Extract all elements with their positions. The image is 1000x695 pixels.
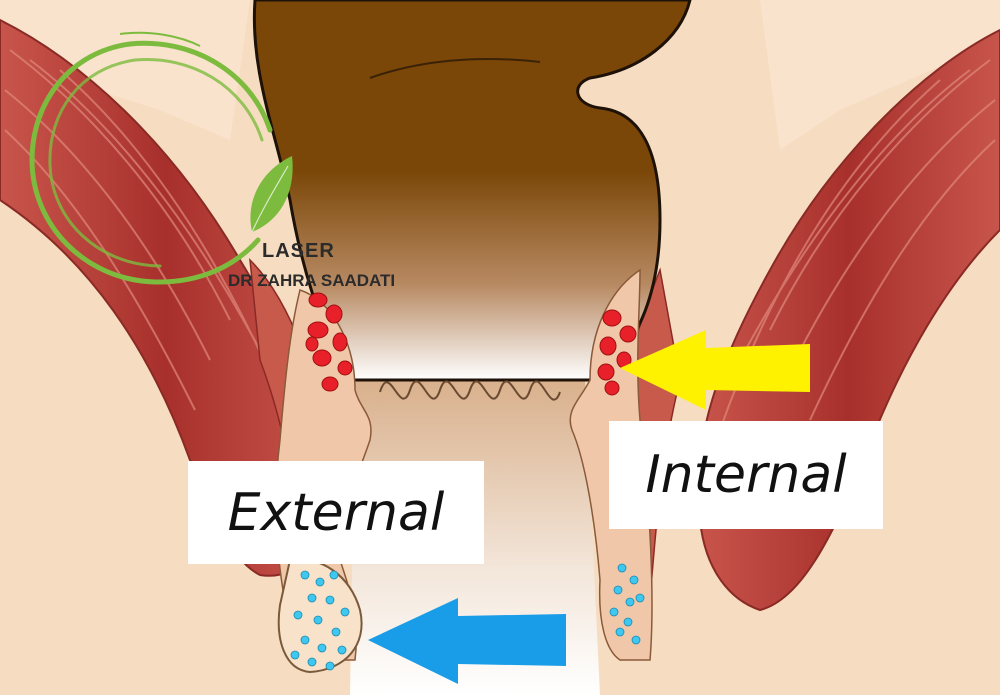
- logo-line-name: DR ZAHRA SAADATI: [228, 271, 396, 290]
- external-label: External: [227, 482, 445, 543]
- external-arrow-icon: [368, 598, 566, 684]
- dentate-line: [379, 380, 561, 401]
- internal-arrow-icon: [620, 330, 810, 410]
- internal-label-box: Internal: [609, 421, 883, 529]
- internal-hemorrhoid-vessels-left: [305, 292, 353, 392]
- logo-ring-icon: [29, 31, 273, 285]
- left-upper-tissue: [0, 0, 250, 140]
- right-upper-tissue: [760, 0, 1000, 150]
- logo-line-laser: LASER: [262, 240, 335, 262]
- external-hemorrhoid: [277, 558, 363, 674]
- internal-label: Internal: [645, 445, 847, 505]
- internal-hemorrhoid-vessels-right: [597, 309, 637, 396]
- rectal-fold: [369, 57, 541, 79]
- external-hemorrhoid-vessels-left: [290, 570, 350, 671]
- external-hemorrhoid-vessels-right: [609, 563, 645, 645]
- external-label-box: External: [188, 461, 484, 564]
